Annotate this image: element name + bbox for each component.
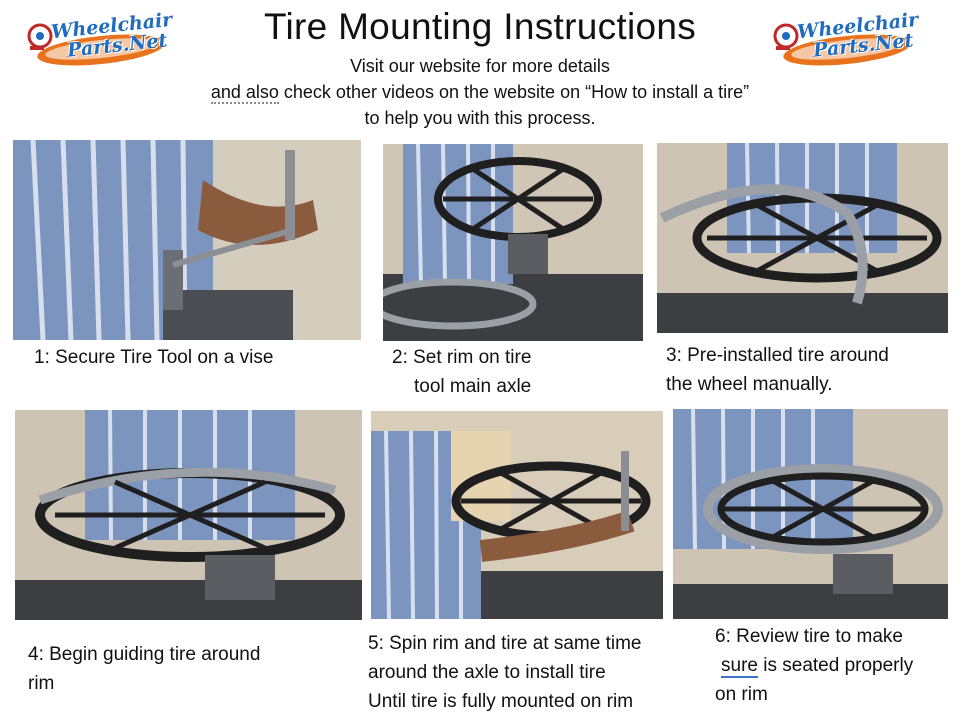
subtitle-line-2: and also check other videos on the websi… — [0, 82, 960, 104]
rim-on-axle-photo-icon — [383, 144, 643, 341]
step-2-line-1: 2: Set rim on tire — [392, 347, 532, 368]
step-3-photo — [657, 143, 948, 333]
step-4-line-2: rim — [28, 673, 55, 694]
page-title: Tire Mounting Instructions — [263, 6, 697, 47]
wheelchair-logo-icon — [773, 23, 911, 66]
step-6-caption: 6: Review tire to make sure is seated pr… — [715, 622, 913, 709]
wheelchair-logo-icon — [27, 23, 165, 66]
step-1-caption: 1: Secure Tire Tool on a vise — [34, 343, 273, 372]
step-5-line-2: around the axle to install tire — [368, 662, 606, 683]
tire-around-wheel-photo-icon — [657, 143, 948, 333]
step-2-line-2: tool main axle — [414, 376, 532, 397]
step-5-photo — [371, 411, 663, 619]
subtitle-line-3: to help you with this process. — [364, 108, 596, 128]
guiding-tire-photo-icon — [15, 410, 362, 620]
step-1-photo — [13, 140, 361, 340]
subtitle-line-2-rest: check other videos on the website on “Ho… — [278, 82, 750, 102]
spin-rim-photo-icon — [371, 411, 663, 619]
step-4-caption: 4: Begin guiding tire around rim — [28, 640, 260, 698]
step-3-line-1: 3: Pre-installed tire around — [666, 345, 889, 366]
subtitle-line-1: Visit our website for more details — [350, 56, 610, 76]
step-3-caption: 3: Pre-installed tire around the wheel m… — [666, 341, 889, 399]
step-2-photo — [383, 144, 643, 341]
step-1-line-1: 1: Secure Tire Tool on a vise — [34, 347, 274, 368]
step-6-line-2: sure is seated properly — [715, 651, 913, 680]
subtitle-underlined: and also — [210, 82, 279, 104]
step-6-line-2-rest: is seated properly — [757, 655, 914, 676]
step-3-line-2: the wheel manually. — [666, 374, 833, 395]
step-4-line-1: 4: Begin guiding tire around — [28, 644, 261, 665]
step-2-caption: 2: Set rim on tire tool main axle — [392, 343, 531, 401]
step-6-photo — [673, 409, 948, 619]
review-tire-photo-icon — [673, 409, 948, 619]
vise-tire-tool-photo-icon — [13, 140, 361, 340]
step-5-line-3: Until tire is fully mounted on rim — [368, 691, 634, 712]
step-4-photo — [15, 410, 362, 620]
step-6-underlined-word: sure — [721, 655, 758, 678]
step-5-caption: 5: Spin rim and tire at same time around… — [368, 629, 642, 716]
step-6-line-1: 6: Review tire to make — [715, 626, 903, 647]
step-5-line-1: 5: Spin rim and tire at same time — [368, 633, 642, 654]
step-6-line-3: on rim — [715, 684, 768, 705]
